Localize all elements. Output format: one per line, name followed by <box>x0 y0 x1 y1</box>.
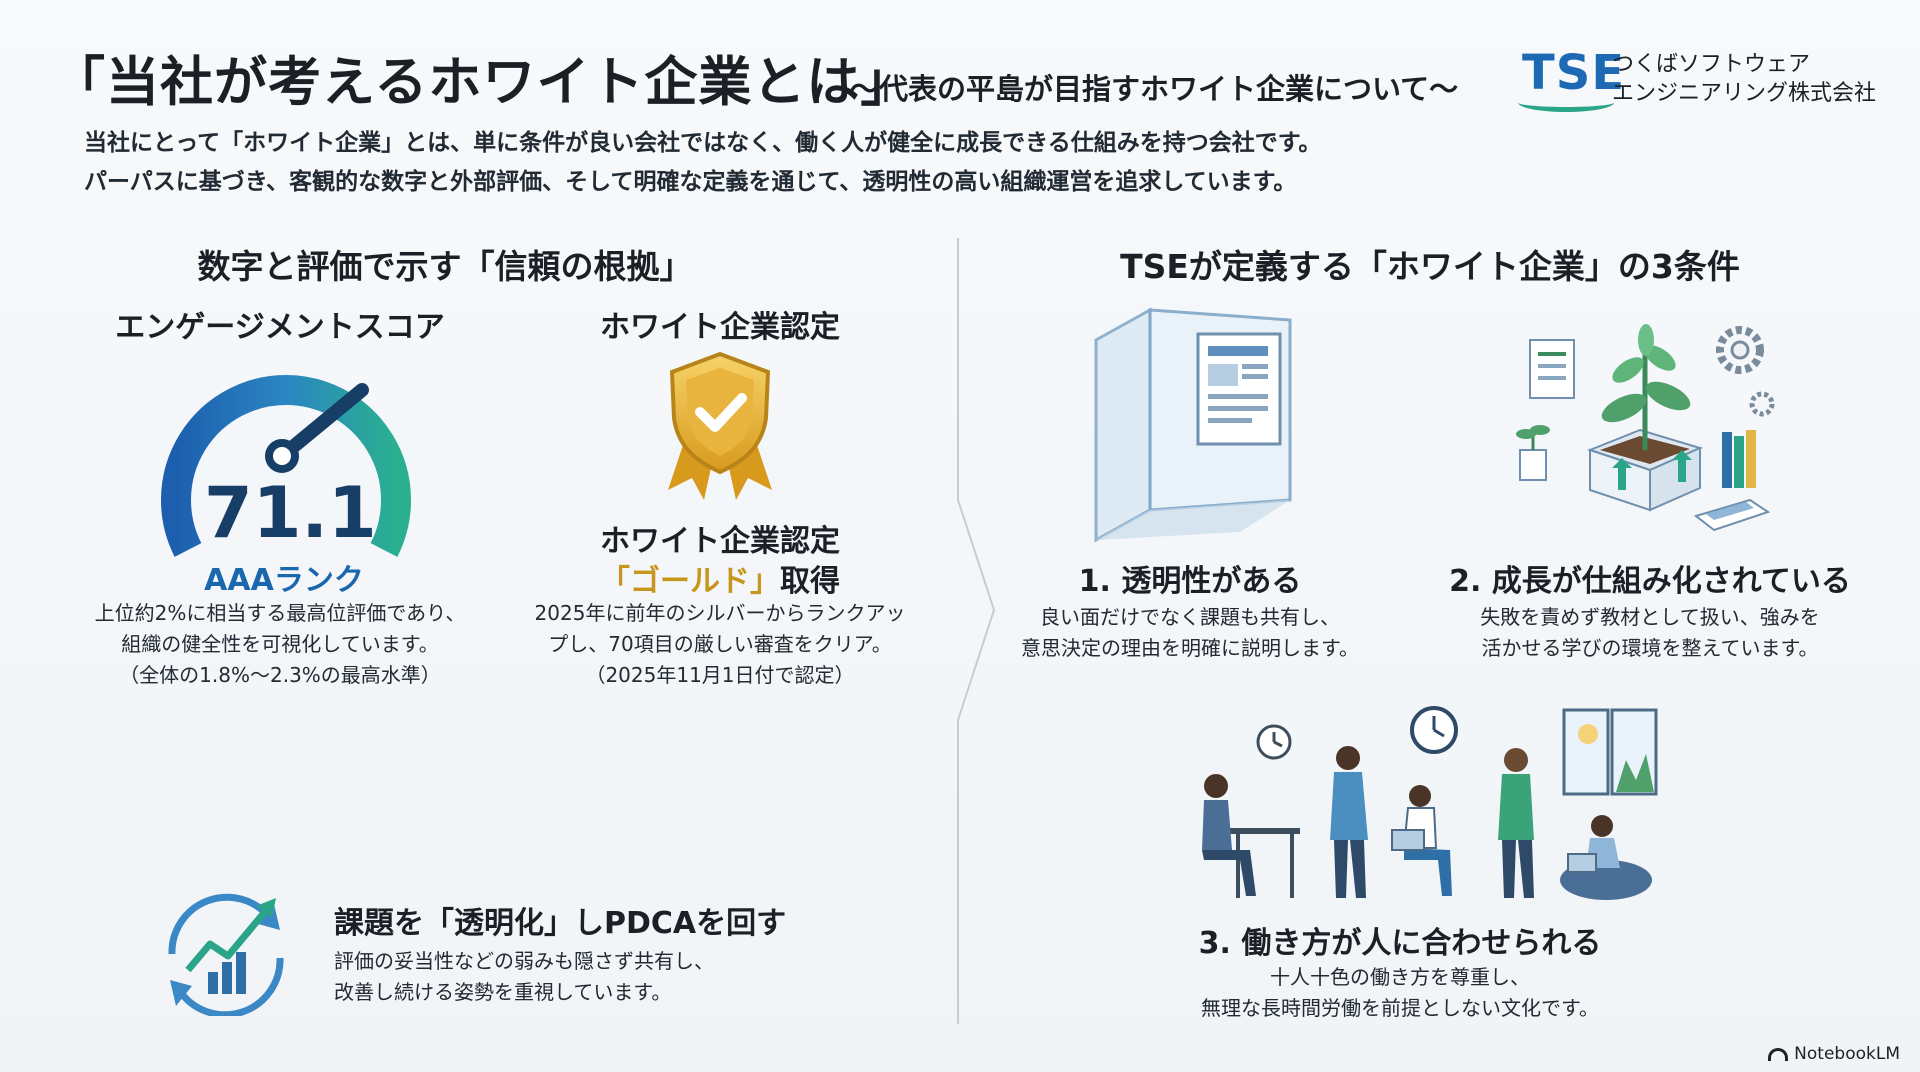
condition-3-desc-line1: 十人十色の働き方を尊重し、 <box>1270 965 1530 989</box>
engagement-desc-line2: 組織の健全性を可視化しています。 <box>121 632 439 656</box>
notebooklm-brand: NotebookLM <box>1768 1044 1900 1064</box>
page-title: 「当社が考えるホワイト企業とは」 <box>52 52 915 113</box>
condition-3-title: 3. 働き方が人に合わせられる <box>1198 926 1602 961</box>
pdca-cycle-icon <box>168 893 284 1016</box>
certification-desc-line3: （2025年11月1日付で認定） <box>585 663 855 687</box>
condition-1-description: 良い面だけでなく課題も共有し、 意思決定の理由を明確に説明します。 <box>990 602 1390 664</box>
company-logo: TSE <box>1518 45 1626 112</box>
section-divider <box>957 238 996 1024</box>
gold-shield-icon <box>668 351 772 500</box>
pdca-title: 課題を「透明化」しPDCAを回す <box>334 906 787 941</box>
condition-1-title: 1. 透明性がある <box>1078 564 1302 599</box>
flexible-work-people-icon <box>1202 706 1658 900</box>
condition-2-desc-line2: 活かせる学びの環境を整えています。 <box>1481 636 1819 660</box>
condition-3-description: 十人十色の働き方を尊重し、 無理な長時間労働を前提としない文化です。 <box>1140 962 1660 1024</box>
condition-3-desc-line2: 無理な長時間労働を前提としない文化です。 <box>1201 996 1599 1020</box>
engagement-title: エンゲージメントスコア <box>115 310 445 345</box>
pdca-description: 評価の妥当性などの弱みも隠さず共有し、 改善し続ける姿勢を重視しています。 <box>334 946 714 1008</box>
condition-2-description: 失敗を責めず教材として扱い、強みを 活かせる学びの環境を整えています。 <box>1440 602 1860 664</box>
right-section-heading: TSEが定義する「ホワイト企業」の3条件 <box>1120 247 1740 286</box>
engagement-desc-line3: （全体の1.8%〜2.3%の最高水準） <box>119 663 441 687</box>
growth-plant-icon <box>1516 324 1775 532</box>
logo-swoosh-icon <box>1518 93 1614 112</box>
intro-text: 当社にとって「ホワイト企業」とは、単に条件が良い会社ではなく、働く人が健全に成長… <box>84 124 1321 202</box>
transparent-glass-icon <box>1094 307 1292 543</box>
certification-desc-line1: 2025年に前年のシルバーからランクアッ <box>534 601 906 625</box>
logo-mark-text: TSE <box>1522 45 1626 101</box>
intro-line1: 当社にとって「ホワイト企業」とは、単に条件が良い会社ではなく、働く人が健全に成長… <box>84 130 1322 156</box>
condition-2-title: 2. 成長が仕組み化されている <box>1449 564 1851 599</box>
engagement-gauge-icon <box>161 375 411 557</box>
engagement-desc-line1: 上位約2%に相当する最高位評価であり、 <box>94 601 466 625</box>
notebooklm-logo-icon <box>1768 1047 1789 1061</box>
company-name-line2: エンジニアリング株式会社 <box>1612 81 1877 106</box>
certification-acquired-label: 取得 <box>780 564 840 599</box>
condition-1-desc-line1: 良い面だけでなく課題も共有し、 <box>1040 605 1340 629</box>
engagement-score: 71.1 <box>204 472 377 554</box>
intro-line2: パーパスに基づき、客観的な数字と外部評価、そして明確な定義を通じて、透明性の高い… <box>84 169 1297 195</box>
certification-gold-label: 「ゴールド」 <box>600 564 780 599</box>
certification-desc-line2: プし、70項目の厳しい審査をクリア。 <box>548 632 892 656</box>
certification-badge-line2: 「ゴールド」取得 <box>520 556 920 600</box>
company-name: つくばソフトウェア エンジニアリング株式会社 <box>1612 50 1876 108</box>
company-name-line1: つくばソフトウェア <box>1612 52 1811 77</box>
pdca-desc-line1: 評価の妥当性などの弱みも隠さず共有し、 <box>334 949 714 973</box>
page-subtitle: 〜代表の平島が目指すホワイト企業について〜 <box>850 72 1459 106</box>
left-section-heading: 数字と評価で示す「信頼の根拠」 <box>197 247 693 286</box>
notebooklm-label: NotebookLM <box>1794 1044 1900 1064</box>
engagement-rank: AAAランク <box>204 563 364 598</box>
pdca-desc-line2: 改善し続ける姿勢を重視しています。 <box>334 980 672 1004</box>
condition-2-desc-line1: 失敗を責めず教材として扱い、強みを <box>1480 605 1820 629</box>
certification-badge-line1: ホワイト企業認定 <box>600 524 840 559</box>
condition-1-desc-line2: 意思決定の理由を明確に説明します。 <box>1021 636 1359 660</box>
certification-description: 2025年に前年のシルバーからランクアッ プし、70項目の厳しい審査をクリア。 … <box>510 598 930 691</box>
engagement-description: 上位約2%に相当する最高位評価であり、 組織の健全性を可視化しています。 （全体… <box>60 598 500 691</box>
certification-title: ホワイト企業認定 <box>600 310 840 345</box>
